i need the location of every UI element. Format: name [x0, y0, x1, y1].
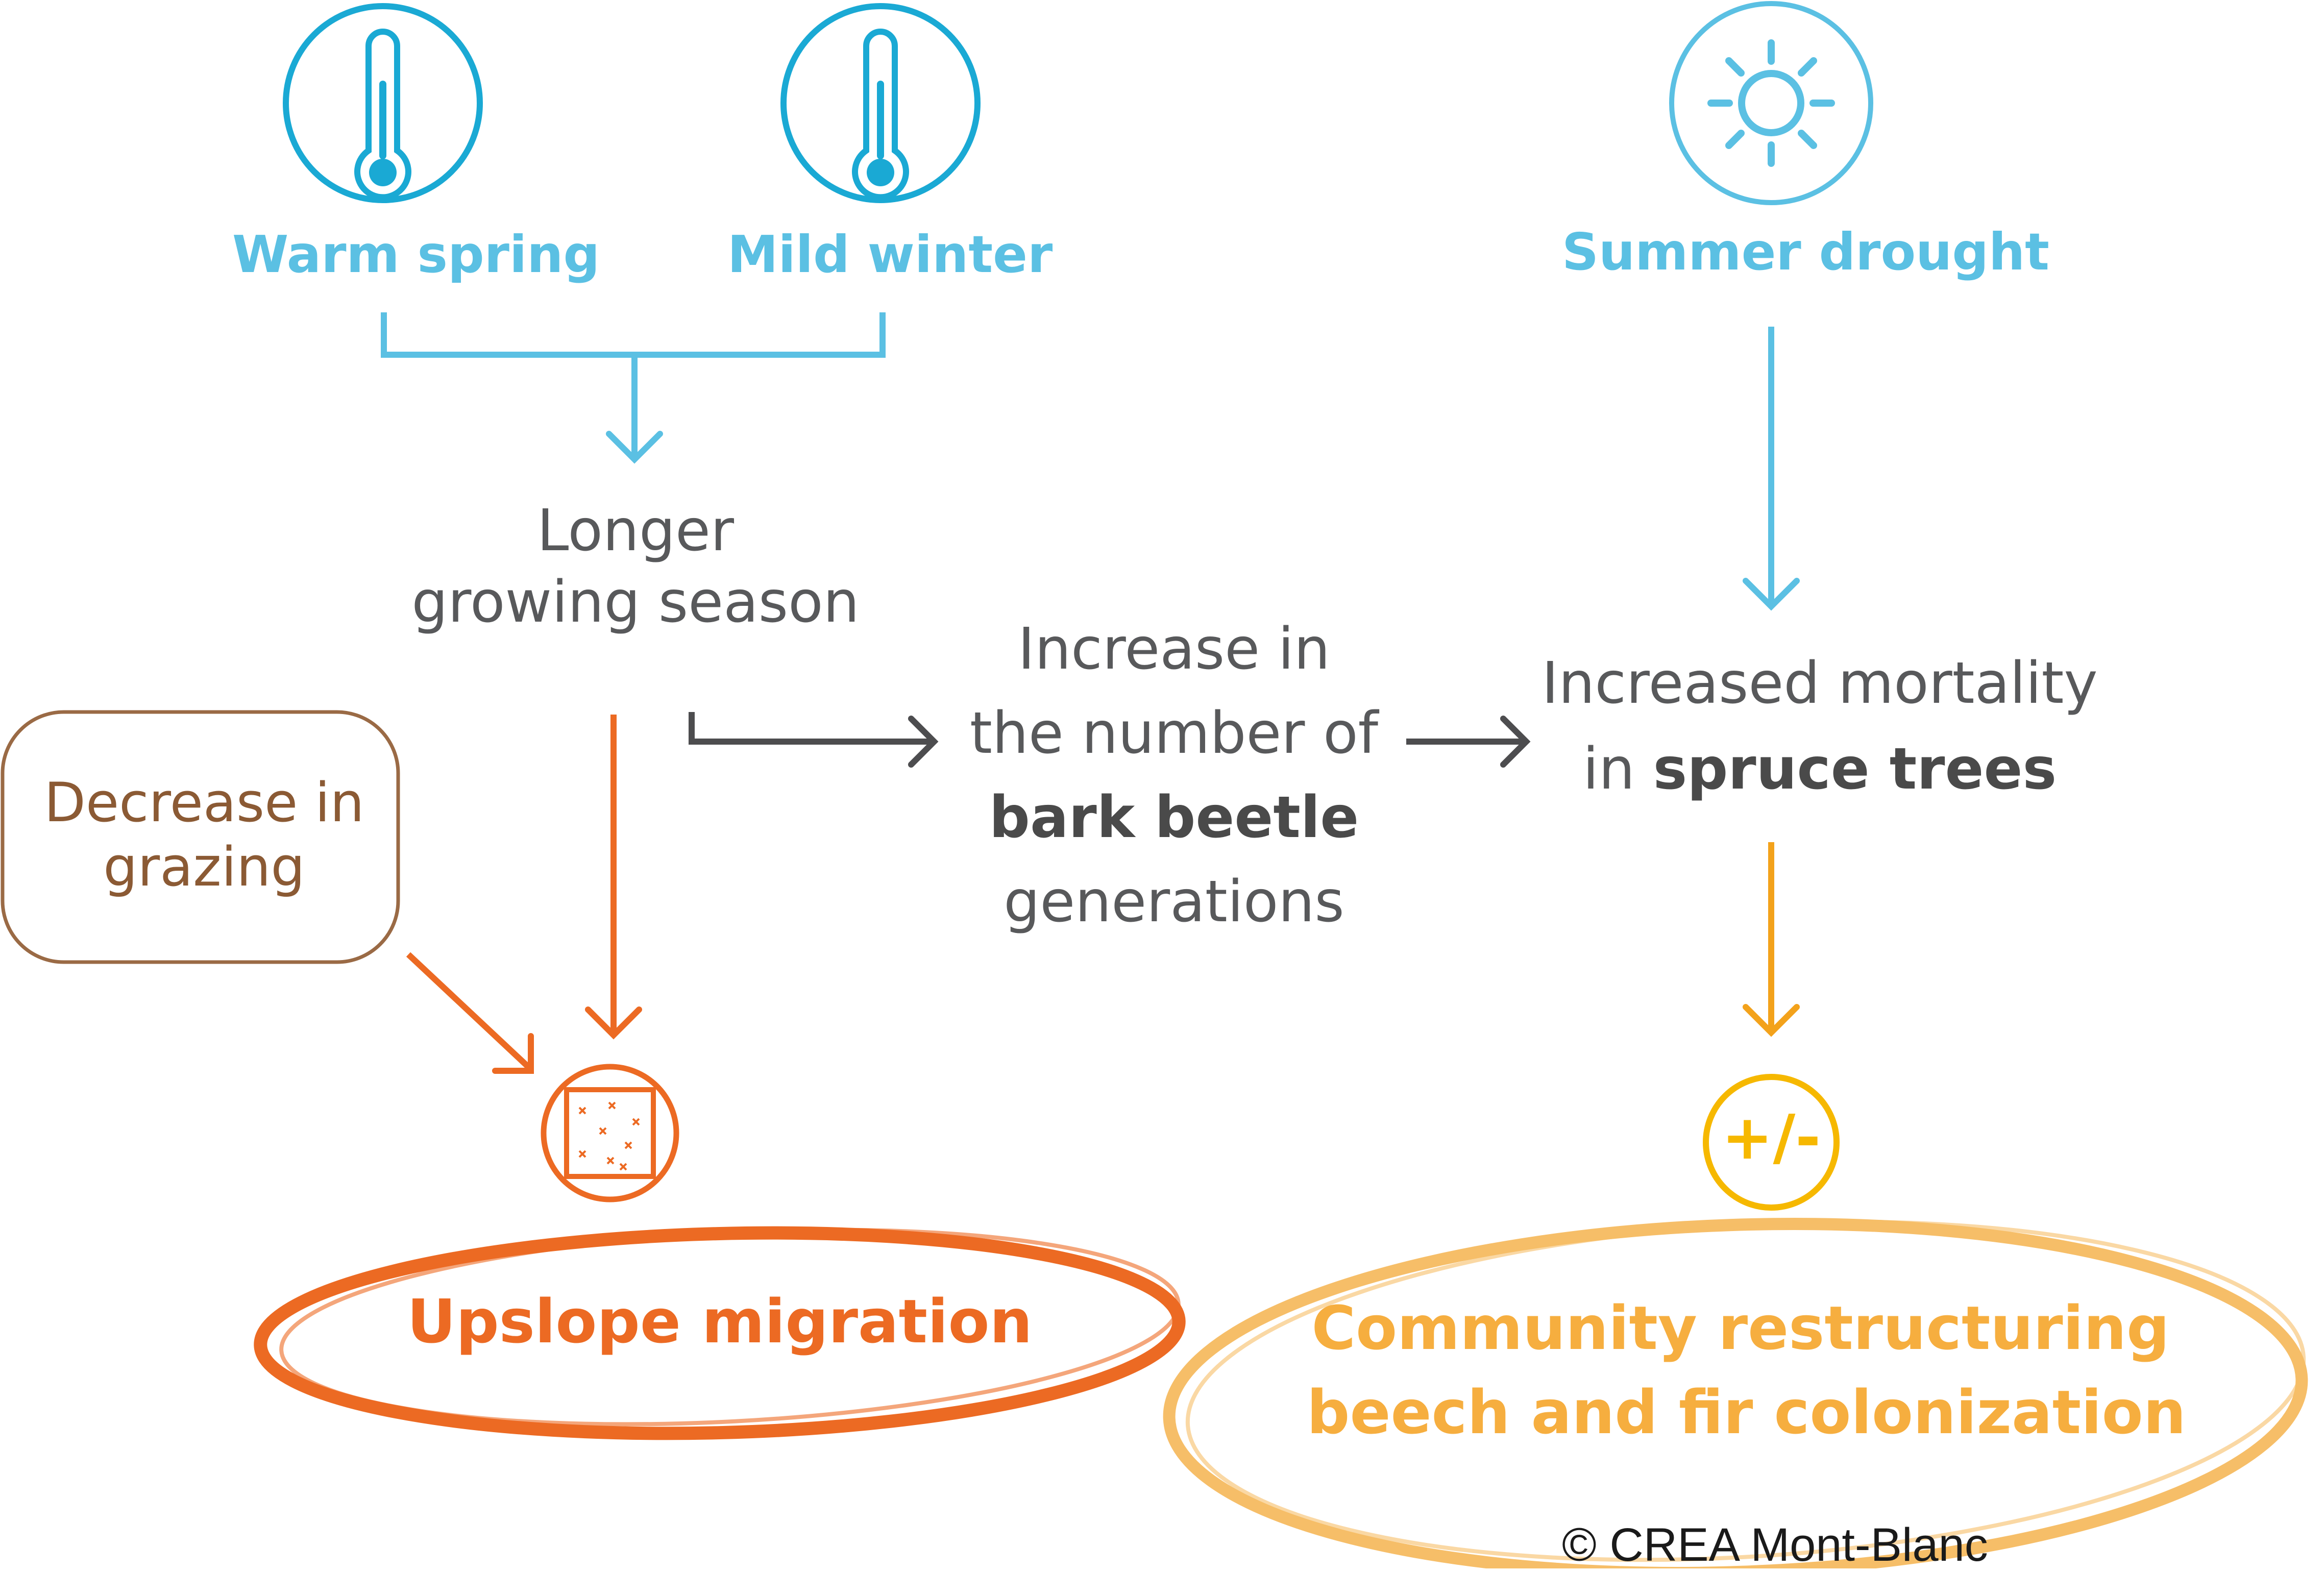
growing-season-line2: growing season: [411, 569, 860, 635]
summer-drought-label: Summer drought: [1562, 222, 2049, 282]
beetle-line3: bark beetle: [949, 776, 1399, 860]
drought-arrow: [1743, 327, 1800, 611]
beetle-line1: Increase in: [1018, 616, 1330, 682]
copyright-credit: © CREA Mont-Blanc: [1562, 1519, 1988, 1571]
grazing-line2: grazing: [103, 836, 305, 898]
beetle-to-mortality-arrow: [1406, 716, 1531, 768]
grazing-line1: Decrease in: [44, 771, 364, 834]
restructuring-ellipse: [1163, 1218, 2308, 1568]
decrease-grazing-label: Decrease in grazing: [15, 771, 393, 899]
bark-beetle-generations: Increase in the number of bark beetle ge…: [949, 607, 1399, 944]
thermometer-icon: [780, 3, 981, 203]
plus-minus-symbol: +/-: [1721, 1102, 1821, 1173]
warm-spring-label: Warm spring: [232, 225, 600, 284]
quadrat-plot-icon: [541, 1064, 679, 1202]
upslope-migration-label: Upslope migration: [407, 1286, 1033, 1357]
sun-icon: [1669, 1, 1873, 205]
thermometer-icon: [283, 3, 483, 203]
mortality-bold-term: spruce trees: [1653, 736, 2057, 802]
upslope-ellipse: [254, 1226, 1186, 1440]
mortality-line2: in spruce trees: [1531, 726, 2108, 812]
restructuring-line2: beech and fir colonization: [1307, 1377, 2186, 1447]
growing-season-line1: Longer: [537, 498, 734, 564]
spruce-mortality: Increased mortality in spruce trees: [1531, 641, 2108, 812]
mortality-line1: Increased mortality: [1542, 650, 2098, 717]
beetle-bold-term: bark beetle: [989, 784, 1359, 851]
plus-minus-icon: [1703, 1074, 1840, 1211]
restructuring-line1: Community restructuring: [1311, 1293, 2170, 1363]
beetle-line2: the number of: [969, 700, 1379, 767]
grazing-to-migration-arrow: [406, 952, 534, 1074]
season-to-beetle-arrow: [689, 712, 939, 768]
merge-bracket: [381, 312, 886, 464]
longer-growing-season: Longer growing season: [380, 495, 891, 638]
mild-winter-label: Mild winter: [727, 225, 1053, 284]
grazing-box: [1, 710, 400, 964]
mortality-to-restructuring-arrow: [1743, 842, 1800, 1037]
mortality-prefix: in: [1582, 736, 1653, 802]
season-to-migration-arrow: [585, 715, 642, 1040]
community-restructuring-label: Community restructuring beech and fir co…: [1307, 1286, 2186, 1455]
beetle-line4: generations: [1004, 869, 1344, 935]
